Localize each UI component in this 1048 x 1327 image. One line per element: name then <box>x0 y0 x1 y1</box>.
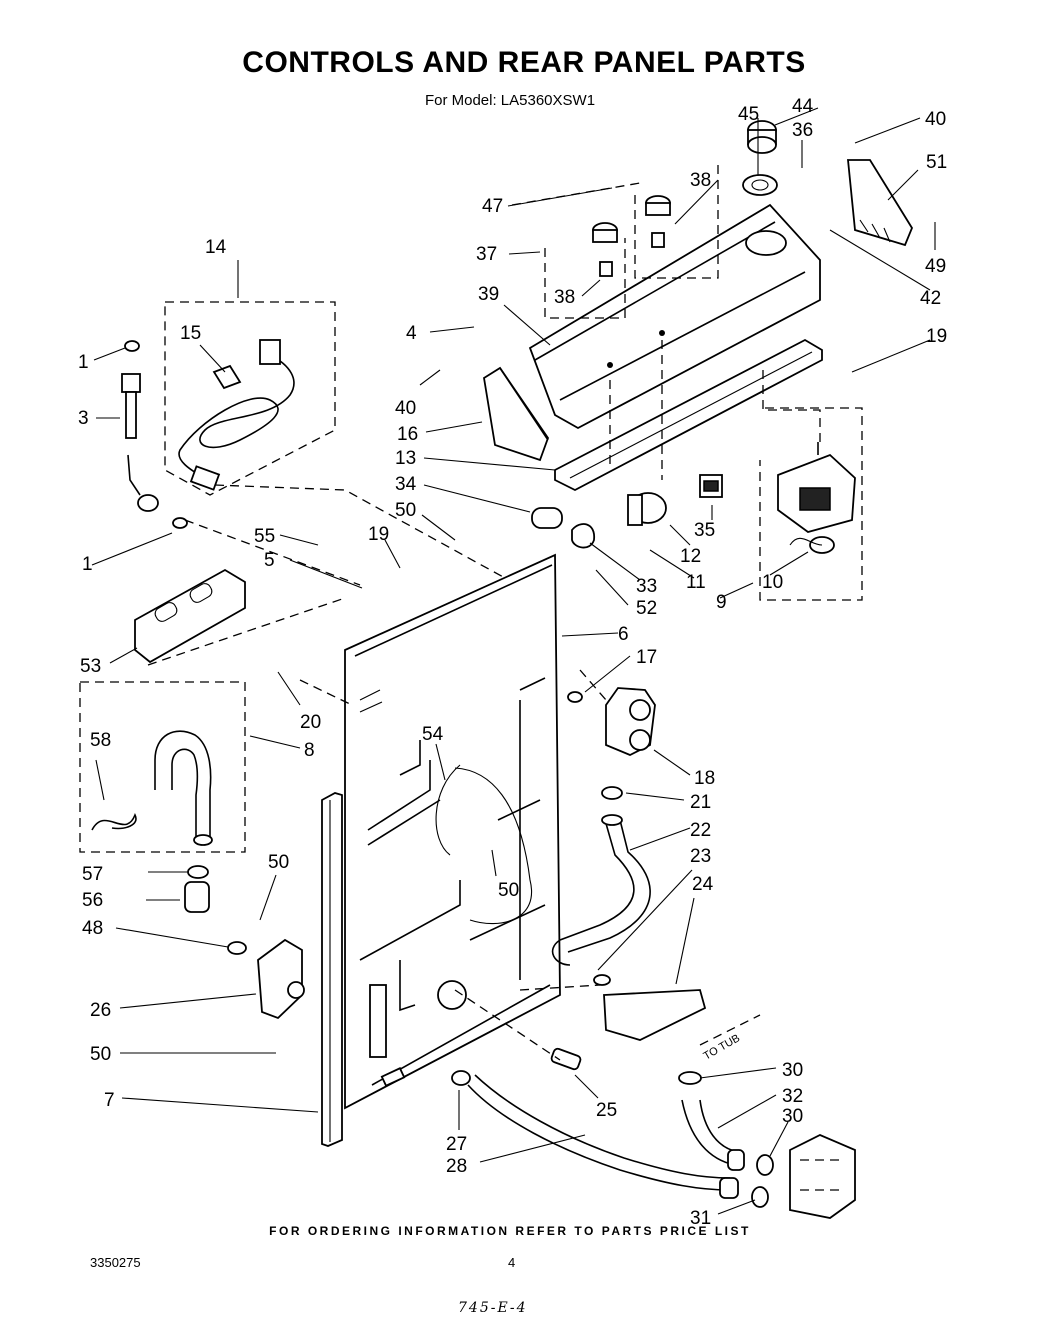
callout-40: 40 <box>925 109 946 130</box>
callout-31: 31 <box>690 1208 711 1229</box>
lid-hinge <box>134 568 246 664</box>
callout-34: 34 <box>395 474 417 495</box>
callout-9: 9 <box>716 592 727 613</box>
callout-33: 33 <box>636 576 657 597</box>
callout-50d: 50 <box>90 1044 111 1065</box>
callout-1: 1 <box>78 352 89 373</box>
callout-38: 38 <box>690 170 711 191</box>
callout-45: 45 <box>738 104 759 125</box>
leader-lines <box>91 107 936 1215</box>
callout-24: 24 <box>692 874 714 895</box>
water-valve <box>567 687 656 756</box>
callout-19b: 19 <box>368 524 389 545</box>
callout-21: 21 <box>690 792 711 813</box>
callout-50c: 50 <box>268 852 289 873</box>
callout-48: 48 <box>82 918 103 939</box>
callout-20: 20 <box>300 712 321 733</box>
callout-8: 8 <box>304 740 315 761</box>
siphon-break <box>593 974 707 1041</box>
water-level-switch <box>627 492 667 526</box>
callout-40b: 40 <box>395 398 416 419</box>
callout-50b: 50 <box>498 880 519 901</box>
console-end-cap <box>483 366 550 462</box>
callout-15: 15 <box>180 323 201 344</box>
callout-13: 13 <box>395 448 416 469</box>
callout-38b: 38 <box>554 287 575 308</box>
selector-knobs <box>592 195 671 277</box>
pump <box>789 1134 856 1219</box>
drain-hose-to-pump <box>451 1070 739 1199</box>
callout-16: 16 <box>397 424 418 445</box>
handwritten-note: 745-E-4 <box>458 1300 528 1316</box>
callout-39: 39 <box>478 284 499 305</box>
callout-52: 52 <box>636 598 657 619</box>
callout-49: 49 <box>925 256 946 277</box>
inlet-fitting <box>121 340 188 529</box>
callout-18: 18 <box>694 768 715 789</box>
fill-hose <box>551 814 651 966</box>
ordering-footer: FOR ORDERING INFORMATION REFER TO PARTS … <box>269 1224 751 1238</box>
callout-26: 26 <box>90 1000 111 1021</box>
callout-58: 58 <box>90 730 111 751</box>
timer-motor <box>777 442 856 554</box>
callout-23: 23 <box>690 846 711 867</box>
drain-hose <box>91 730 213 846</box>
callout-3: 3 <box>78 408 89 429</box>
callout-19: 19 <box>926 326 947 347</box>
callout-1b: 1 <box>82 554 93 575</box>
rear-end-cap <box>847 159 914 247</box>
callout-30b: 30 <box>782 1106 803 1127</box>
callout-28: 28 <box>446 1156 467 1177</box>
callout-4: 4 <box>406 323 417 344</box>
callout-12: 12 <box>680 546 701 567</box>
selector-switch <box>699 474 723 498</box>
callout-44: 44 <box>792 96 814 117</box>
callout-35: 35 <box>694 520 715 541</box>
callout-25: 25 <box>596 1100 617 1121</box>
callout-14: 14 <box>205 237 227 258</box>
callout-57: 57 <box>82 864 103 885</box>
callout-55: 55 <box>254 526 275 547</box>
callout-30: 30 <box>782 1060 803 1081</box>
callout-50: 50 <box>395 500 416 521</box>
callout-37: 37 <box>476 244 497 265</box>
callout-17: 17 <box>636 647 657 668</box>
callout-36: 36 <box>792 120 813 141</box>
callout-27: 27 <box>446 1134 467 1155</box>
callout-51: 51 <box>926 152 947 173</box>
callout-7: 7 <box>104 1090 115 1111</box>
callout-10: 10 <box>762 572 783 593</box>
callout-6: 6 <box>618 624 629 645</box>
power-cord <box>178 339 295 491</box>
pump-hose-to-tub <box>678 1071 774 1208</box>
callout-54: 54 <box>422 724 444 745</box>
model-subtitle: For Model: LA5360XSW1 <box>424 92 596 109</box>
callout-22: 22 <box>690 820 711 841</box>
callout-11: 11 <box>686 572 706 593</box>
to-tub-label: TO TUB <box>702 1032 743 1062</box>
callout-42: 42 <box>920 288 941 309</box>
callout-32: 32 <box>782 1086 803 1107</box>
timer-knob <box>742 120 778 196</box>
pump-bracket <box>227 938 305 1020</box>
callout-labels: 44 45 36 40 51 38 47 37 38 49 42 39 14 1… <box>78 96 947 1229</box>
drain-hose-clamp-and-adapter <box>184 865 210 913</box>
callout-47: 47 <box>482 196 503 217</box>
strap-25 <box>550 1047 582 1071</box>
capacitor <box>531 507 595 549</box>
page-number: 4 <box>508 1255 516 1270</box>
callout-5: 5 <box>264 550 275 571</box>
callout-56: 56 <box>82 890 103 911</box>
valve-clamp <box>601 786 623 800</box>
document-number: 3350275 <box>90 1255 141 1270</box>
side-trim <box>321 792 343 1147</box>
page-title: CONTROLS AND REAR PANEL PARTS <box>242 46 806 79</box>
rear-panel <box>344 553 561 1110</box>
console-panel <box>528 203 821 430</box>
callout-53: 53 <box>80 656 101 677</box>
